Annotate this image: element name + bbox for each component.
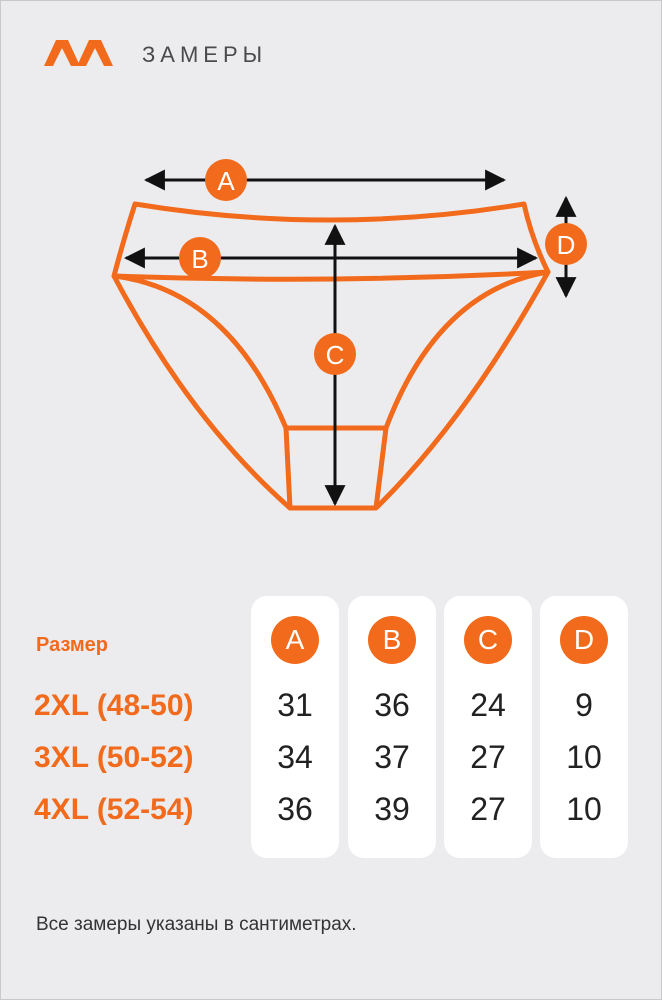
page-title: ЗАМЕРЫ xyxy=(142,42,268,67)
label-c: C xyxy=(314,333,356,375)
column-card-b: B 36 37 39 xyxy=(348,596,436,858)
column-card-c: C 24 27 27 xyxy=(444,596,532,858)
size-label-4xl: 4XL (52-54) xyxy=(34,793,194,826)
cell-d-3xl: 10 xyxy=(566,739,602,775)
footnote: Все замеры указаны в сантиметрах. xyxy=(36,914,357,935)
size-label-2xl: 2XL (48-50) xyxy=(34,689,194,722)
cell-b-3xl: 37 xyxy=(374,739,410,775)
brand-logo-icon xyxy=(44,40,113,66)
cell-a-4xl: 36 xyxy=(277,791,313,827)
cell-c-2xl: 24 xyxy=(470,687,506,723)
column-header-c: C xyxy=(464,616,512,664)
label-d: D xyxy=(545,223,587,265)
label-b: B xyxy=(179,237,221,279)
label-a: A xyxy=(205,159,247,201)
cell-c-3xl: 27 xyxy=(470,739,506,775)
column-card-a: A 31 34 36 xyxy=(251,596,339,858)
measurement-diagram: A B C D xyxy=(111,159,587,511)
briefs-outline xyxy=(111,201,551,511)
size-label-3xl: 3XL (50-52) xyxy=(34,741,194,774)
cell-a-2xl: 31 xyxy=(277,687,313,723)
cell-b-4xl: 39 xyxy=(374,791,410,827)
column-header-b: B xyxy=(368,616,416,664)
column-header-a: A xyxy=(271,616,319,664)
cell-d-4xl: 10 xyxy=(566,791,602,827)
svg-text:C: C xyxy=(326,340,345,370)
column-header-d: D xyxy=(560,616,608,664)
column-card-d: D 9 10 10 xyxy=(540,596,628,858)
svg-text:A: A xyxy=(217,166,235,196)
cell-c-4xl: 27 xyxy=(470,791,506,827)
svg-text:D: D xyxy=(557,230,576,260)
svg-text:B: B xyxy=(191,244,208,274)
cell-b-2xl: 36 xyxy=(374,687,410,723)
cell-d-2xl: 9 xyxy=(575,687,593,723)
size-column-header: Размер xyxy=(36,634,109,656)
cell-a-3xl: 34 xyxy=(277,739,313,775)
